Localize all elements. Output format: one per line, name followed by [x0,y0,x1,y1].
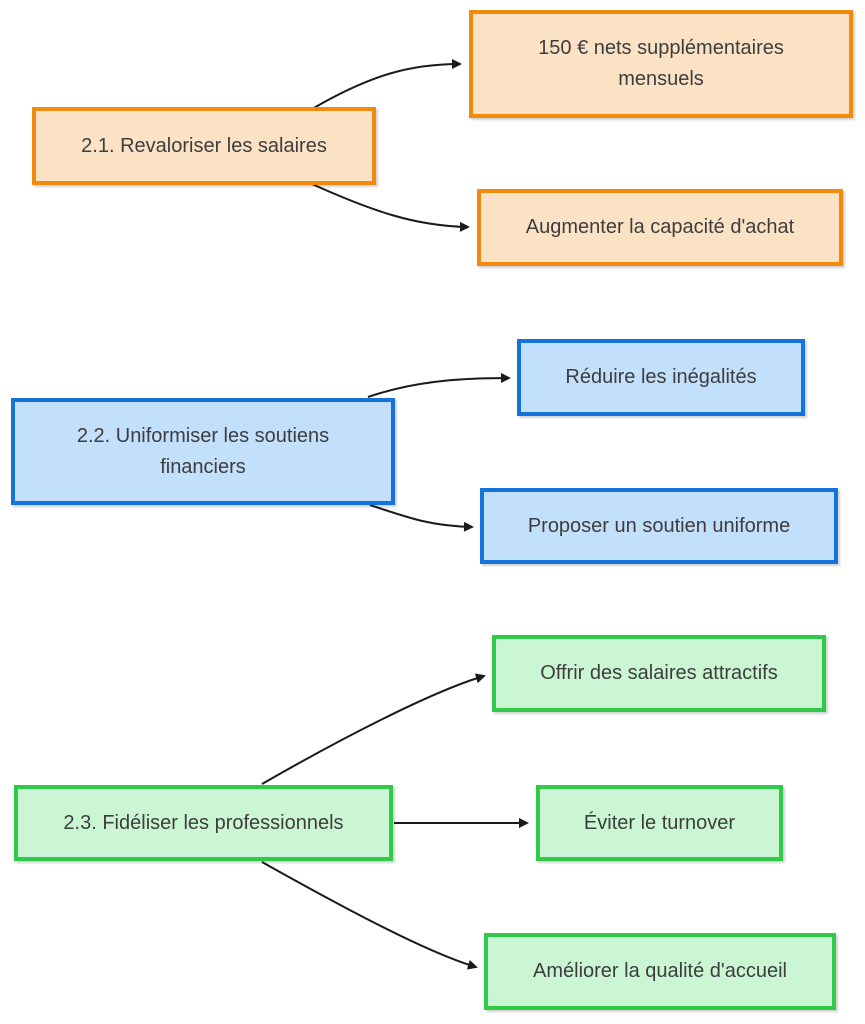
node-150-euros-mensuels[interactable]: 150 € nets supplémentaires mensuels [469,10,853,118]
node-label: Augmenter la capacité d'achat [525,216,795,238]
node-fideliser-professionnels[interactable]: 2.3. Fidéliser les professionnels [14,785,393,861]
connector-fideliser-to-salaires-attractifs [261,673,486,785]
node-offrir-salaires-attractifs[interactable]: Offrir des salaires attractifs [492,635,826,712]
node-label: Éviter le turnover [583,811,736,834]
node-label: 2.3. Fidéliser les professionnels [63,811,344,834]
connector-uniformiser-to-soutien-uniforme [369,504,474,532]
connector-revaloriser-to-150-euros [311,59,462,110]
node-label: Offrir des salaires attractifs [540,662,778,684]
node-revaloriser-salaires[interactable]: 2.1. Revaloriser les salaires [32,107,376,185]
node-label: Réduire les inégalités [565,366,757,388]
node-eviter-turnover[interactable]: Éviter le turnover [536,785,783,861]
node-label: 2.1. Revaloriser les salaires [81,134,327,157]
node-proposer-soutien-uniforme[interactable]: Proposer un soutien uniforme [480,488,838,564]
node-ameliorer-qualite-accueil[interactable]: Améliorer la qualité d'accueil [484,933,836,1010]
node-label: 2.2. Uniformiser les soutiens financiers [76,424,330,478]
node-label: Améliorer la qualité d'accueil [533,960,787,982]
node-augmenter-capacite-achat[interactable]: Augmenter la capacité d'achat [477,189,843,266]
node-label: 150 € nets supplémentaires mensuels [538,37,784,90]
connector-revaloriser-to-capacite-achat [311,183,470,232]
node-label: Proposer un soutien uniforme [527,514,791,537]
connector-uniformiser-to-inegalites [367,373,511,398]
node-uniformiser-soutiens[interactable]: 2.2. Uniformiser les soutiens financiers [11,398,395,505]
node-reduire-inegalites[interactable]: Réduire les inégalités [517,339,805,416]
connector-fideliser-to-qualite-accueil [261,861,478,970]
